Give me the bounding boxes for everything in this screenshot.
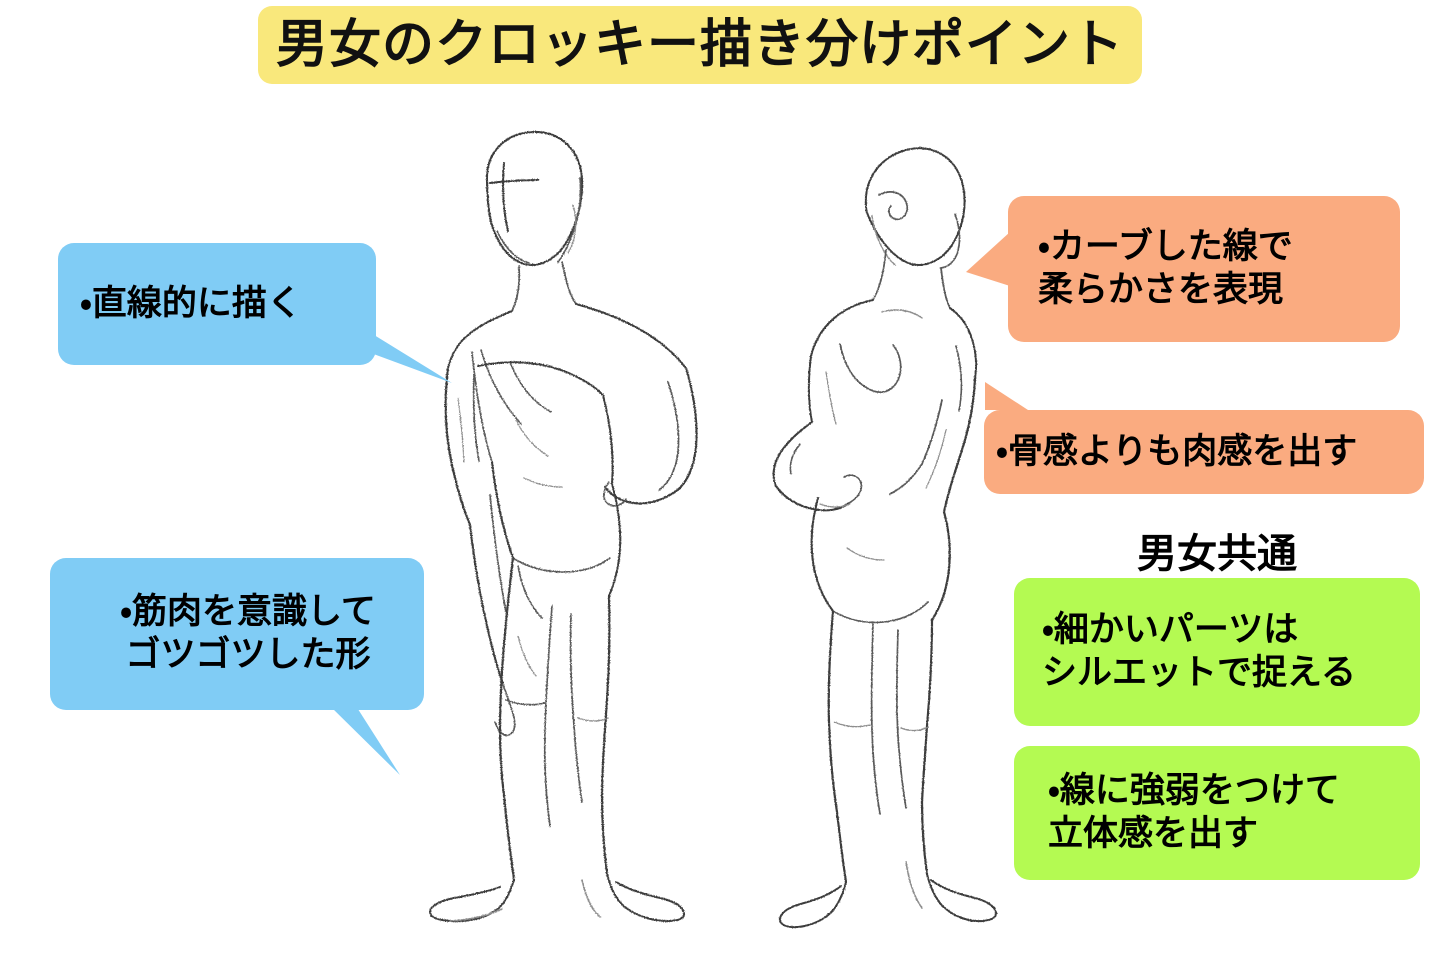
callout-male-muscle-shape[interactable]: ・筋肉を意識して ゴツゴツした形: [50, 558, 424, 710]
callout-common-line-weight[interactable]: ・線に強弱をつけて 立体感を出す: [1014, 746, 1420, 880]
female-figure: [772, 147, 998, 929]
callout-line: ・筋肉を意識して: [120, 592, 376, 633]
callout-line: ・線に強弱をつけて: [1048, 771, 1340, 812]
title-banner: 男女のクロッキー描き分けポイント: [258, 6, 1142, 84]
callout-common-silhouette[interactable]: ・細かいパーツは シルエットで捉える: [1014, 578, 1420, 726]
callout-line: ・骨感よりも肉感を出す: [996, 431, 1358, 472]
page-title: 男女のクロッキー描き分けポイント: [275, 15, 1124, 75]
callout-female-curved-lines[interactable]: ・カーブした線で 柔らかさを表現: [1008, 196, 1400, 342]
callout-male-straight-lines[interactable]: ・直線的に描く: [58, 243, 376, 365]
common-section-heading: 男女共通: [1137, 531, 1297, 577]
male-figure: [429, 130, 698, 923]
callout-line: ゴツゴツした形: [125, 635, 371, 675]
callout-line: ・直線的に描く: [80, 283, 302, 324]
callout-female-flesh-over-bone[interactable]: ・骨感よりも肉感を出す: [984, 410, 1424, 494]
callout-line: 立体感を出す: [1048, 814, 1259, 854]
callout-line: シルエットで捉える: [1042, 653, 1356, 693]
callout-line: ・カーブした線で: [1038, 227, 1293, 268]
callout-line: ・細かいパーツは: [1042, 610, 1299, 651]
callout-line: 柔らかさを表現: [1038, 270, 1284, 310]
